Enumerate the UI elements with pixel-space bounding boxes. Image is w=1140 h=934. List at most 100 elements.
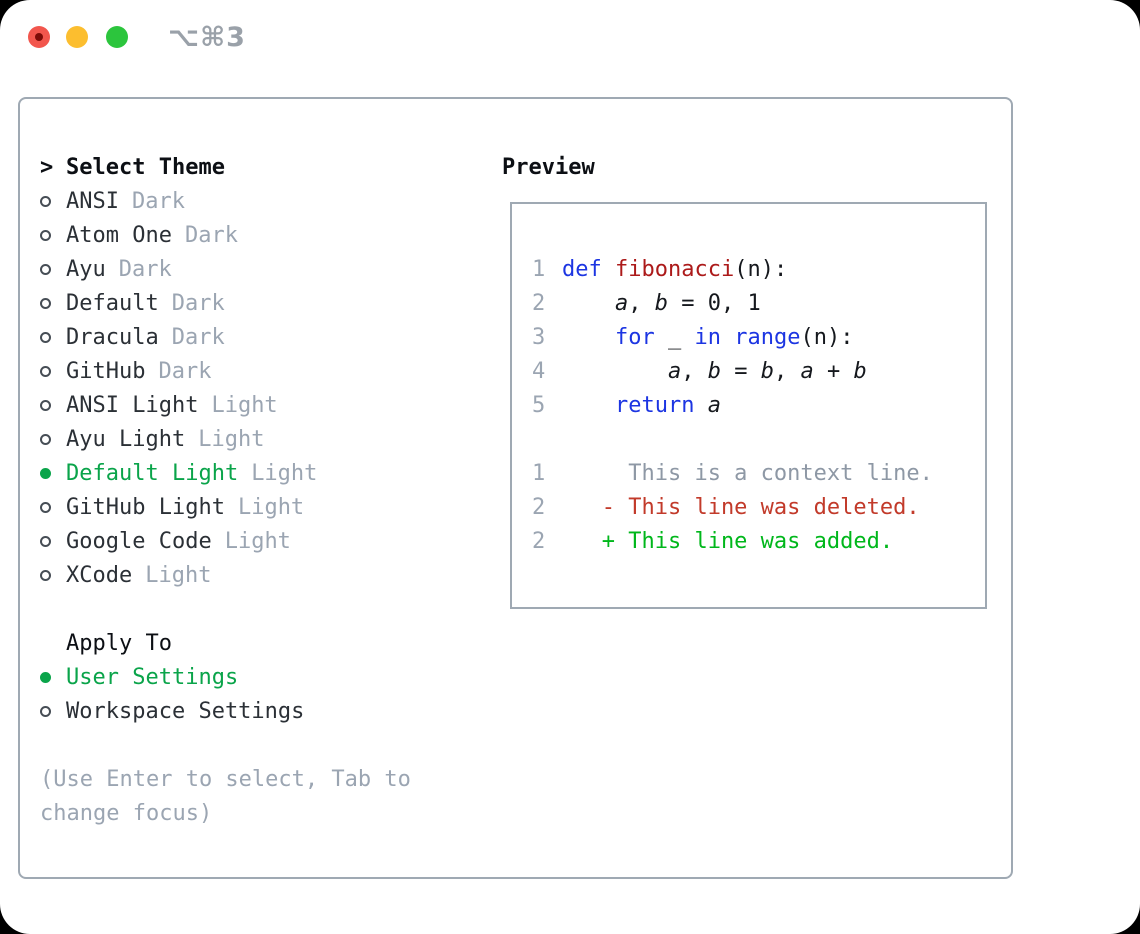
keyword-token: for	[614, 324, 655, 350]
spacer	[40, 592, 490, 626]
theme-option-xcode-light[interactable]: XCode Light	[40, 558, 490, 592]
radio-selected-icon	[40, 671, 51, 683]
theme-variant: Light	[251, 460, 318, 486]
theme-variant: Dark	[158, 358, 212, 384]
theme-variant: Light	[237, 494, 305, 520]
radio-marker	[40, 263, 66, 275]
radio-unselected-icon	[40, 535, 51, 547]
radio-unselected-icon	[40, 569, 51, 581]
code-token: (n):	[800, 324, 854, 350]
diff-context-text: This is a context line.	[562, 460, 933, 486]
close-dot-icon	[35, 33, 43, 41]
apply-option-label: User Settings	[66, 664, 239, 690]
diff-line-context: 1 This is a context line.	[532, 456, 985, 490]
theme-name: Atom One	[66, 222, 172, 248]
keyword-token: def	[562, 256, 602, 282]
variable-token: b	[853, 358, 867, 384]
theme-option-default-dark[interactable]: Default Dark	[40, 286, 490, 320]
keyword-token: range	[734, 324, 801, 350]
theme-variant: Light	[145, 562, 212, 588]
theme-name: GitHub Light	[66, 494, 225, 520]
select-theme-title: Select Theme	[66, 154, 225, 180]
variable-token: a	[707, 392, 721, 418]
window-title-shortcut: ⌥⌘3	[168, 22, 246, 53]
code-token	[694, 393, 707, 418]
theme-variant: Dark	[171, 290, 225, 316]
preview-title: Preview	[502, 154, 595, 180]
variable-token: b	[707, 358, 721, 384]
code-line: 2 a, b = 0, 1	[532, 286, 985, 320]
keyword-token: return	[614, 392, 695, 418]
preview-pane: 1 def fibonacci(n): 2 a, b = 0, 1 3 for …	[510, 202, 987, 609]
code-token	[562, 359, 668, 384]
theme-name: XCode	[66, 562, 133, 588]
radio-marker	[40, 365, 66, 377]
radio-unselected-icon	[40, 501, 51, 513]
radio-unselected-icon	[40, 229, 51, 241]
theme-name: Ayu	[66, 256, 106, 282]
radio-marker	[40, 433, 66, 445]
function-token: fibonacci	[615, 256, 735, 282]
code-line: 3 for _ in range(n):	[532, 320, 985, 354]
theme-variant: Light	[224, 528, 291, 554]
close-button[interactable]	[28, 26, 50, 48]
theme-option-default-light[interactable]: Default Light Light	[40, 456, 490, 490]
theme-variant: Light	[198, 426, 265, 452]
theme-option-github-light[interactable]: GitHub Light Light	[40, 490, 490, 524]
radio-marker	[40, 399, 66, 411]
theme-variant: Dark	[171, 324, 225, 350]
zoom-button[interactable]	[106, 26, 128, 48]
radio-marker	[40, 467, 66, 479]
radio-marker	[40, 671, 66, 683]
apply-option-user-settings[interactable]: User Settings	[40, 660, 490, 694]
line-number: 1	[532, 256, 546, 282]
code-token: = 0, 1	[667, 290, 761, 316]
variable-token: a	[667, 358, 682, 384]
line-number: 2	[532, 290, 546, 316]
diff-added-text: + This line was added.	[562, 528, 894, 554]
radio-marker	[40, 297, 66, 309]
code-content: a, b = 0, 1	[562, 291, 761, 316]
line-number: 5	[532, 392, 546, 418]
code-token: _	[654, 324, 695, 350]
code-content: def fibonacci(n):	[562, 257, 787, 282]
theme-name: Default Light	[66, 460, 239, 486]
apply-option-workspace-settings[interactable]: Workspace Settings	[40, 694, 490, 728]
radio-unselected-icon	[40, 365, 51, 377]
code-token: ,	[628, 290, 655, 316]
hint-text-line2: change focus)	[40, 800, 213, 826]
code-token: ,	[773, 358, 801, 384]
variable-token: a	[614, 290, 629, 316]
theme-name: Default	[66, 290, 159, 316]
hint-text-line1: (Use Enter to select, Tab to	[40, 766, 411, 792]
keyword-token: in	[694, 324, 721, 350]
code-token	[562, 291, 615, 316]
theme-name: ANSI Light	[66, 392, 199, 418]
diff-line-deleted: 2 - This line was deleted.	[532, 490, 985, 524]
code-token: ,	[681, 358, 708, 384]
minimize-button[interactable]	[66, 26, 88, 48]
variable-token: a	[800, 358, 814, 384]
radio-unselected-icon	[40, 399, 51, 411]
radio-marker	[40, 535, 66, 547]
code-content: for _ in range(n):	[562, 325, 853, 350]
theme-name: Ayu Light	[66, 426, 186, 452]
code-line: 1 def fibonacci(n):	[532, 252, 985, 286]
radio-unselected-icon	[40, 433, 51, 445]
radio-unselected-icon	[40, 297, 51, 309]
diff-line-added: 2 + This line was added.	[532, 524, 985, 558]
prompt-caret-icon: >	[40, 154, 54, 180]
theme-option-ayu-light[interactable]: Ayu Light Light	[40, 422, 490, 456]
code-token: =	[720, 358, 761, 384]
variable-token: b	[760, 358, 774, 384]
line-number: 2	[532, 494, 546, 520]
